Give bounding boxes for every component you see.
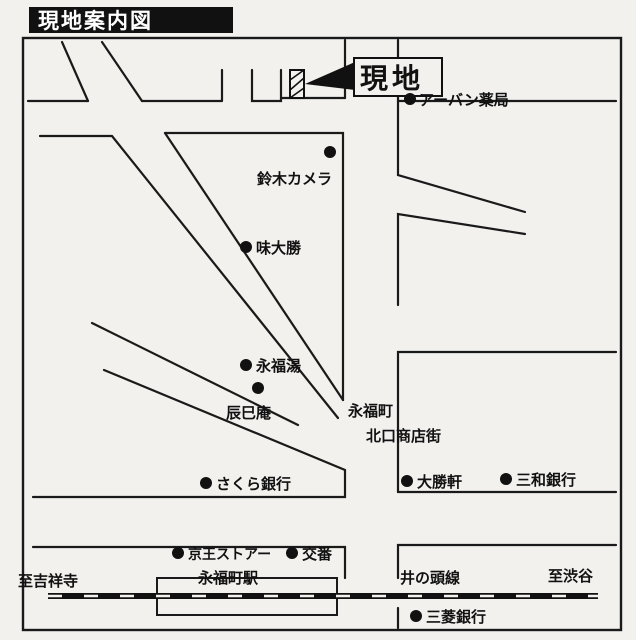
road-edge (163, 131, 345, 402)
landmark-label: さくら銀行 (216, 475, 291, 493)
road-edge (396, 99, 527, 214)
landmark-label: 大勝軒 (417, 473, 462, 491)
road-edge (396, 212, 527, 307)
station-label: 永福町駅 (197, 569, 259, 587)
landmark-marker (410, 610, 422, 622)
site-label: 現地 (360, 62, 424, 95)
landmark-label: 京王ストアー (188, 546, 271, 563)
site-pointer (305, 62, 355, 90)
map-frame (21, 36, 623, 632)
street-edge (140, 68, 224, 103)
landmark-label: 鈴木カメラ (257, 170, 332, 188)
landmark-label: 辰巳庵 (226, 404, 272, 422)
direction-west: 至吉祥寺 (18, 572, 78, 590)
landmark-marker (286, 547, 298, 559)
landmark-marker (172, 547, 184, 559)
landmark-marker (324, 146, 336, 158)
street-name-line2: 北口商店街 (366, 427, 441, 445)
landmark-marker (252, 382, 264, 394)
landmark-label: 三和銀行 (516, 471, 576, 489)
street-edge (250, 68, 283, 103)
road-edge (31, 368, 347, 499)
landmark-marker (404, 93, 416, 105)
road-edge (38, 134, 340, 420)
landmark-label: 味大勝 (256, 239, 302, 257)
site-hatch (289, 69, 305, 99)
road-edge (396, 350, 618, 494)
landmark-label: アーバン薬局 (419, 91, 509, 109)
title-banner (29, 7, 233, 33)
landmark-marker (500, 473, 512, 485)
landmark-label: 三菱銀行 (426, 608, 486, 626)
street-name-line1: 永福町 (347, 402, 393, 420)
landmark-marker (200, 477, 212, 489)
landmark-marker (401, 475, 413, 487)
road-edge (100, 40, 144, 103)
rail-line-label: 井の頭線 (400, 569, 460, 587)
road-edge (60, 40, 90, 103)
road-edge (396, 543, 618, 580)
road-edge (31, 545, 347, 580)
map-title: 現地案内図 (38, 9, 153, 33)
direction-east: 至渋谷 (548, 567, 594, 585)
site-label-box (353, 57, 443, 97)
landmark-marker (240, 359, 252, 371)
road-edge (90, 321, 300, 427)
landmark-label: 交番 (302, 545, 333, 563)
road-edge (163, 131, 345, 402)
landmark-marker (240, 241, 252, 253)
landmark-label: 永福湯 (255, 357, 301, 375)
